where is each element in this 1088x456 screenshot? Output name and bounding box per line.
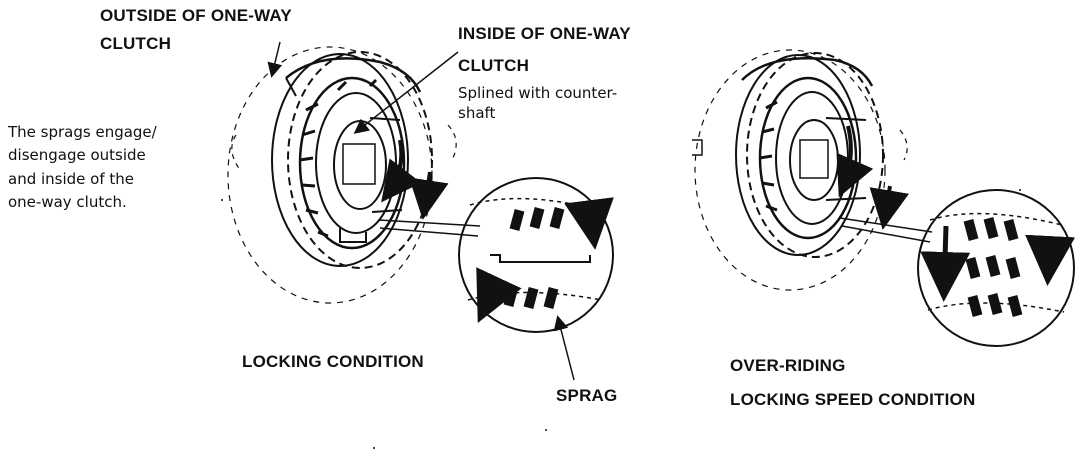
label-inside-of-clutch-line1: INSIDE OF ONE-WAY <box>458 24 631 43</box>
inner-hub <box>333 120 387 210</box>
label-sprag: SPRAG <box>556 386 618 405</box>
description-line4: one-way clutch. <box>8 193 127 211</box>
clutch-overriding <box>692 49 909 291</box>
label-outside-of-clutch-line2: CLUTCH <box>100 34 172 53</box>
sprag-magnified-overriding <box>917 189 1076 347</box>
clutch-locking <box>227 46 457 304</box>
label-over-riding-line2: LOCKING SPEED CONDITION <box>730 390 976 409</box>
leader-lines-right <box>839 217 933 243</box>
sprag-magnified-locking <box>458 177 614 381</box>
label-locking-condition: LOCKING CONDITION <box>242 352 424 371</box>
label-splined-line1: Splined with counter- <box>458 84 618 102</box>
label-inside-of-clutch-line2: CLUTCH <box>458 56 530 75</box>
label-over-riding-line1: OVER-RIDING <box>730 356 846 375</box>
description-line3: and inside of the <box>8 170 135 188</box>
label-outside-of-clutch-line1: OUTSIDE OF ONE-WAY <box>100 6 292 25</box>
description-line2: disengage outside <box>8 146 146 164</box>
label-splined-line2: shaft <box>458 104 496 122</box>
speck-marks <box>221 189 1021 449</box>
description-line1: The sprags engage/ <box>8 123 157 141</box>
